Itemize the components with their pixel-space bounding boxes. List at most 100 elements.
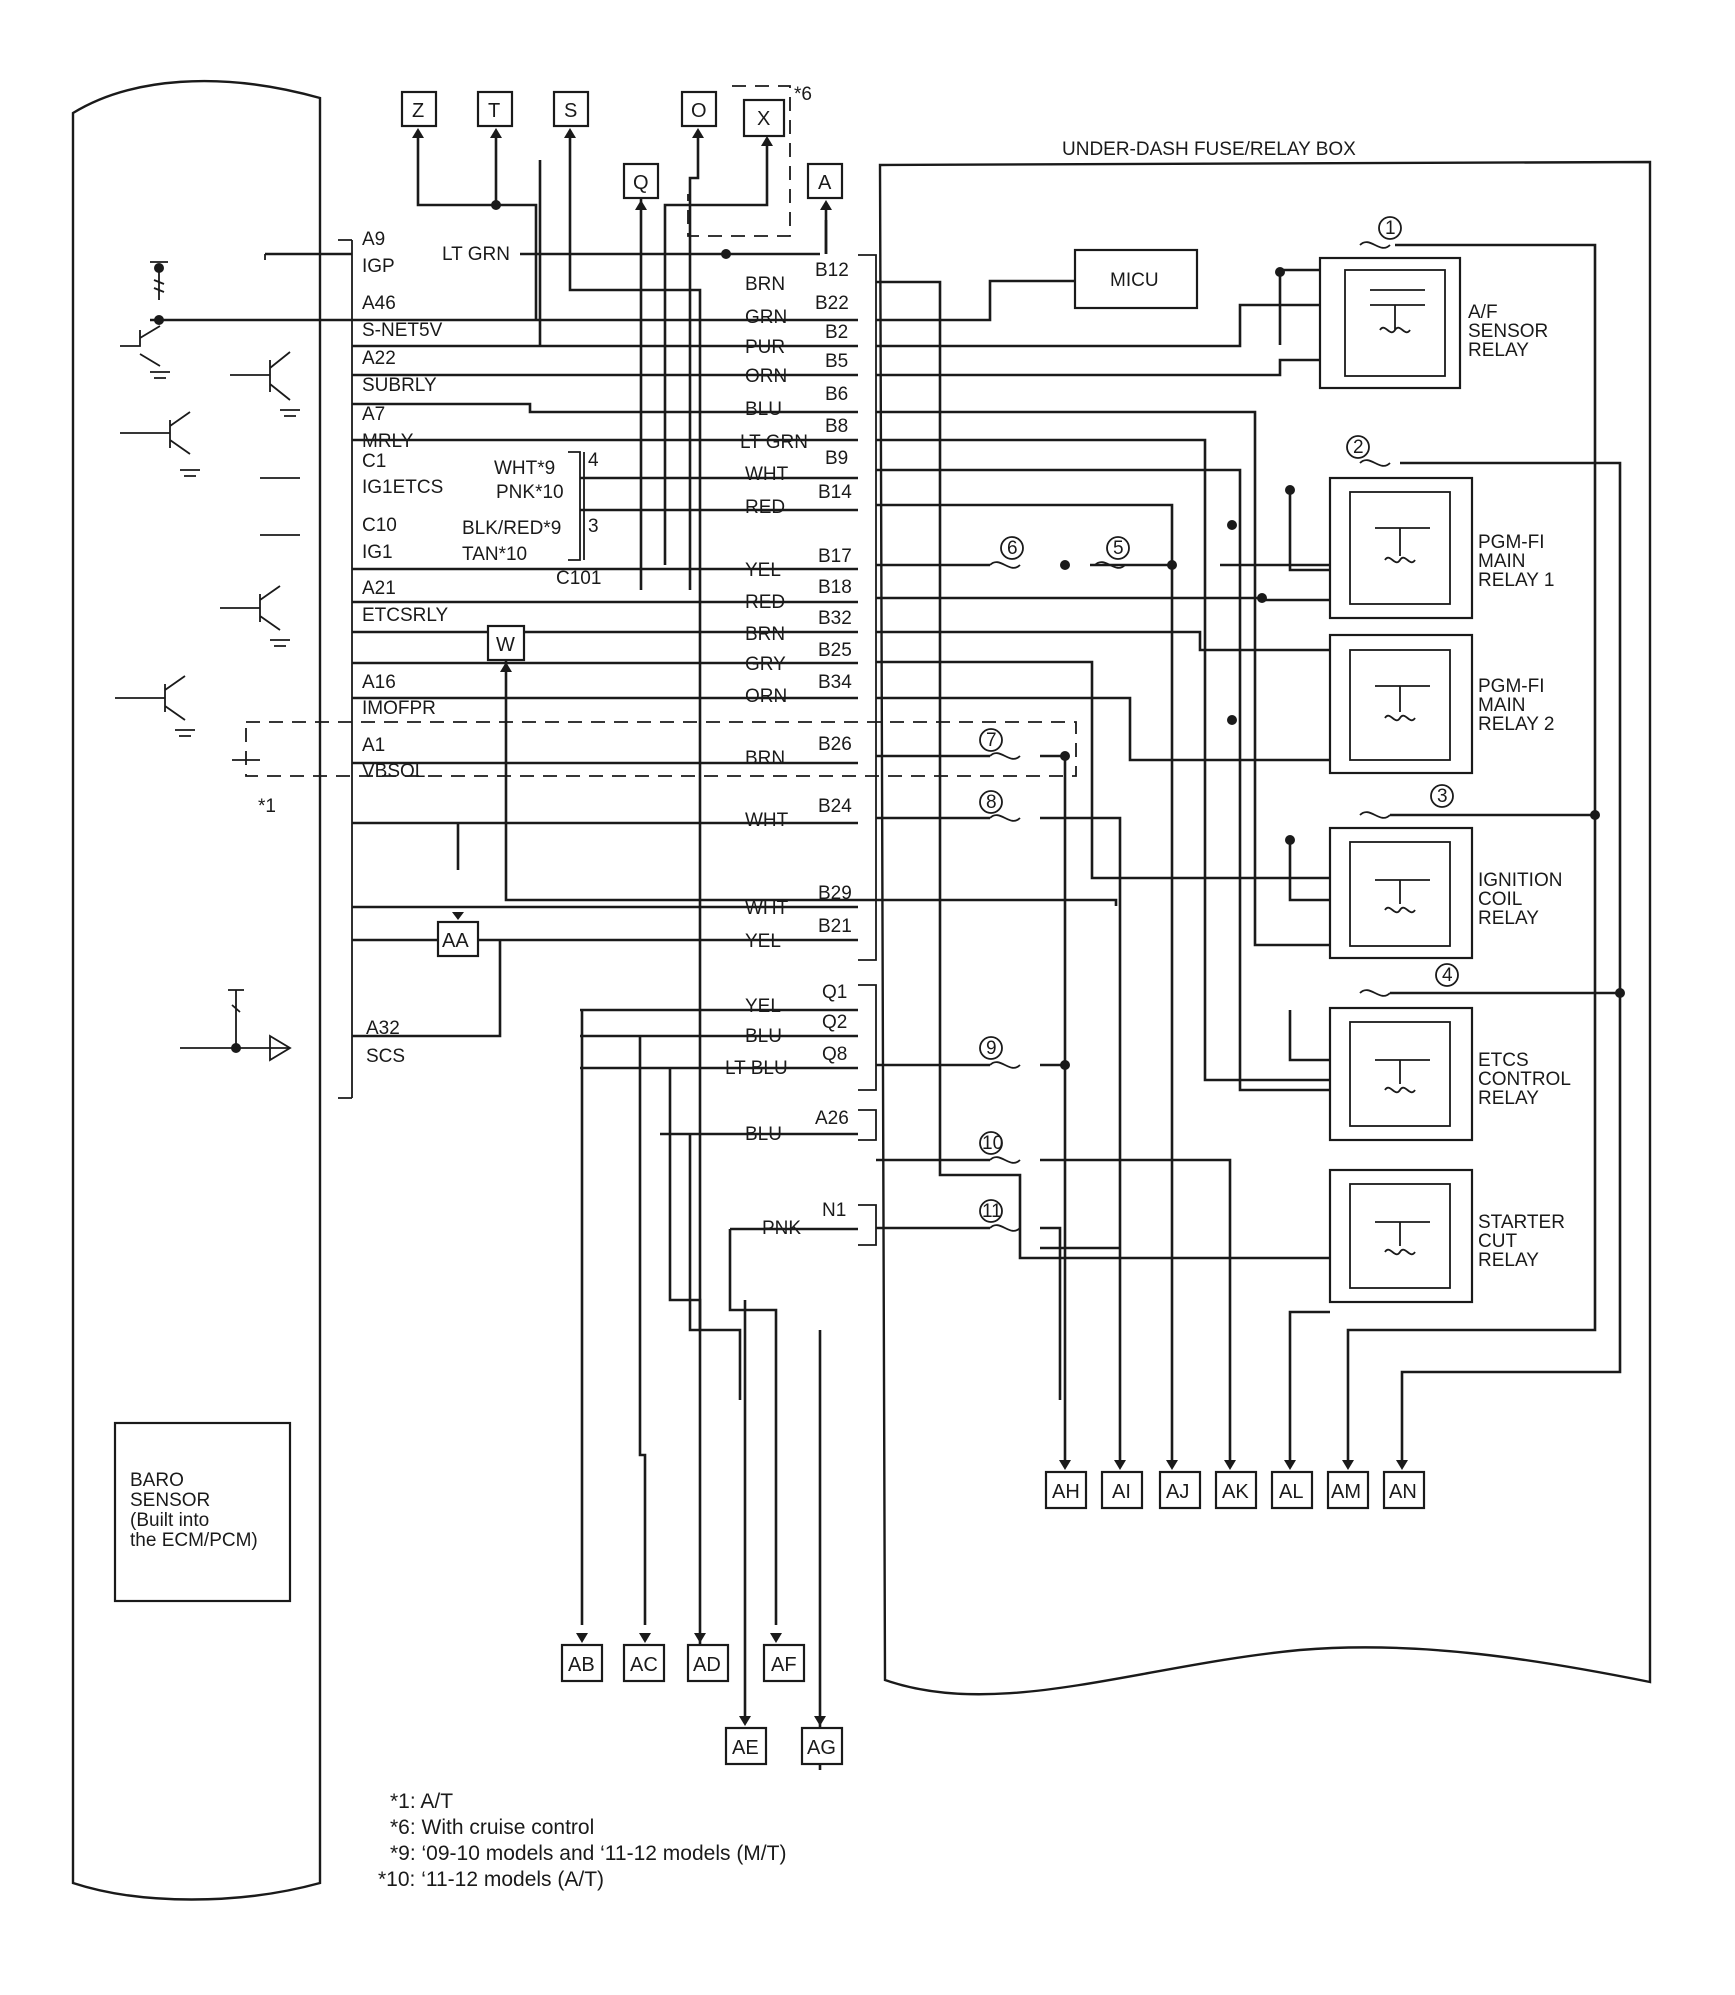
mid-connectors: W AA *1: [258, 624, 526, 958]
conn-q: Q: [633, 172, 649, 194]
right-connectors: AH AI AJ AK AL AM AN: [1044, 1470, 1426, 1510]
bottom-connectors: AB AC AD AF AE AG: [560, 1643, 844, 1766]
star-6: *6: [794, 84, 812, 105]
harness-wires: [150, 160, 858, 1231]
a9-wire-color: LT GRN: [442, 244, 510, 265]
fb-wire-b14: RED: [745, 497, 785, 518]
etcs-control-relay-l3: RELAY: [1478, 1088, 1539, 1109]
fb-pin-q1: Q1: [822, 982, 847, 1003]
c101-connector: [568, 451, 585, 561]
ecm-pin-c10: C10: [362, 515, 397, 536]
ecm-pin-a22: A22: [362, 348, 396, 369]
conn-ad: AD: [693, 1654, 721, 1676]
fb-pin-b18: B18: [818, 577, 852, 598]
baro-line-3: (Built into: [130, 1510, 209, 1531]
conn-aj: AJ: [1166, 1481, 1189, 1503]
conn-t: T: [488, 100, 500, 122]
fuse-symbols: [989, 241, 1391, 1232]
fuse-4: 4: [1442, 965, 1453, 986]
fb-wire-q2: BLU: [745, 1026, 782, 1047]
connector-arrows: [412, 128, 1408, 1726]
fb-wire-b32: BRN: [745, 624, 785, 645]
fuse-11: 11: [982, 1201, 1002, 1222]
a-t-only-box: [245, 721, 1077, 777]
fb-wire-b5: ORN: [745, 366, 787, 387]
footnote-9: *9: ‘09-10 models and ‘11-12 models (M/T…: [390, 1842, 786, 1865]
ecm-panel-outline: [71, 79, 322, 1901]
fuse-box-connector-rails: [858, 254, 877, 1246]
ecm-pin-a9: A9: [362, 229, 385, 250]
fuse-box-pin-labels: B12 BRN B22 GRN B2 PUR B5 ORN B6 BLU B8 …: [725, 260, 852, 1239]
fb-pin-b5: B5: [825, 351, 848, 372]
conn-ae: AE: [732, 1737, 759, 1759]
fb-pin-b6: B6: [825, 384, 848, 405]
fuse-9: 9: [986, 1038, 997, 1059]
af-sensor-relay: A/F SENSOR RELAY: [1318, 256, 1548, 390]
af-sensor-relay-l3: RELAY: [1468, 340, 1529, 361]
fb-pin-b2: B2: [825, 322, 848, 343]
baro-sensor-box: [113, 1421, 292, 1603]
c1-wire-color-10: PNK*10: [496, 482, 564, 503]
c101-pin-4: 4: [588, 450, 599, 471]
conn-x: X: [757, 108, 770, 130]
af-sensor-relay-l1: A/F: [1468, 302, 1498, 323]
etcs-control-relay: ETCS CONTROL RELAY: [1328, 1006, 1571, 1142]
fuse-1: 1: [1385, 218, 1396, 239]
fb-wire-q1: YEL: [745, 996, 781, 1017]
fb-pin-q8: Q8: [822, 1044, 847, 1065]
fb-pin-b34: B34: [818, 672, 852, 693]
fb-wire-b24: WHT: [745, 810, 789, 831]
ignition-coil-relay-l3: RELAY: [1478, 908, 1539, 929]
micu-label: MICU: [1110, 270, 1159, 291]
fb-pin-q2: Q2: [822, 1012, 847, 1033]
fb-wire-b17: YEL: [745, 560, 781, 581]
fb-pin-b21: B21: [818, 916, 852, 937]
ecm-name-s-net5v: S-NET5V: [362, 320, 443, 341]
fuse-7: 7: [986, 730, 997, 751]
conn-o: O: [691, 100, 707, 122]
pgm-fi-main-relay-2-l3: RELAY 2: [1478, 714, 1554, 735]
fb-wire-b22: GRN: [745, 307, 787, 328]
ecm-pin-a1: A1: [362, 735, 385, 756]
ecm-pin-a46: A46: [362, 293, 396, 314]
fb-pin-b24: B24: [818, 796, 852, 817]
fb-wire-b29: WHT: [745, 898, 789, 919]
ecm-internal-symbols: [115, 254, 300, 1062]
baro-line-1: BARO: [130, 1470, 184, 1491]
c10-wire-color-10: TAN*10: [462, 544, 527, 565]
footnote-6: *6: With cruise control: [390, 1816, 594, 1839]
fuse-5: 5: [1113, 538, 1124, 559]
ecm-pin-a32: A32: [366, 1018, 400, 1039]
fb-wire-b25: GRY: [745, 654, 786, 675]
fuse-3: 3: [1437, 786, 1448, 807]
ecm-name-igp: IGP: [362, 256, 395, 277]
fb-wire-b2: PUR: [745, 337, 785, 358]
relay-switch-symbols: [1370, 289, 1430, 1256]
fb-pin-n1: N1: [822, 1200, 846, 1221]
conn-ak: AK: [1222, 1481, 1249, 1503]
fuse-box-title: UNDER-DASH FUSE/RELAY BOX: [1062, 139, 1356, 160]
fb-wire-b26: BRN: [745, 748, 785, 769]
footnote-1: *1: A/T: [390, 1790, 453, 1813]
starter-cut-relay-l3: RELAY: [1478, 1250, 1539, 1271]
c101-label: C101: [556, 568, 601, 589]
ecm-name-mrly: MRLY: [362, 431, 414, 452]
c10-wire-color-9: BLK/RED*9: [462, 518, 561, 539]
conn-af: AF: [771, 1654, 797, 1676]
fuse-6: 6: [1007, 538, 1018, 559]
ecm-pin-a21: A21: [362, 578, 396, 599]
conn-a: A: [818, 172, 832, 194]
conn-aa: AA: [442, 930, 469, 952]
ecm-pin-labels: A9 IGP A46 S-NET5V A22 SUBRLY A7 MRLY C1…: [362, 229, 449, 1067]
star-1: *1: [258, 796, 276, 817]
fb-pin-b32: B32: [818, 608, 852, 629]
pgm-fi-main-relay-2-l1: PGM-FI: [1478, 676, 1545, 697]
pgm-fi-main-relay-1-l1: PGM-FI: [1478, 532, 1545, 553]
etcs-control-relay-l1: ETCS: [1478, 1050, 1529, 1071]
ecm-name-ig1etcs: IG1ETCS: [362, 477, 443, 498]
fb-pin-b26: B26: [818, 734, 852, 755]
micu-box: [1073, 248, 1199, 310]
fuse-box-outline: [878, 160, 1652, 1696]
fb-pin-b8: B8: [825, 416, 848, 437]
fb-pin-b9: B9: [825, 448, 848, 469]
